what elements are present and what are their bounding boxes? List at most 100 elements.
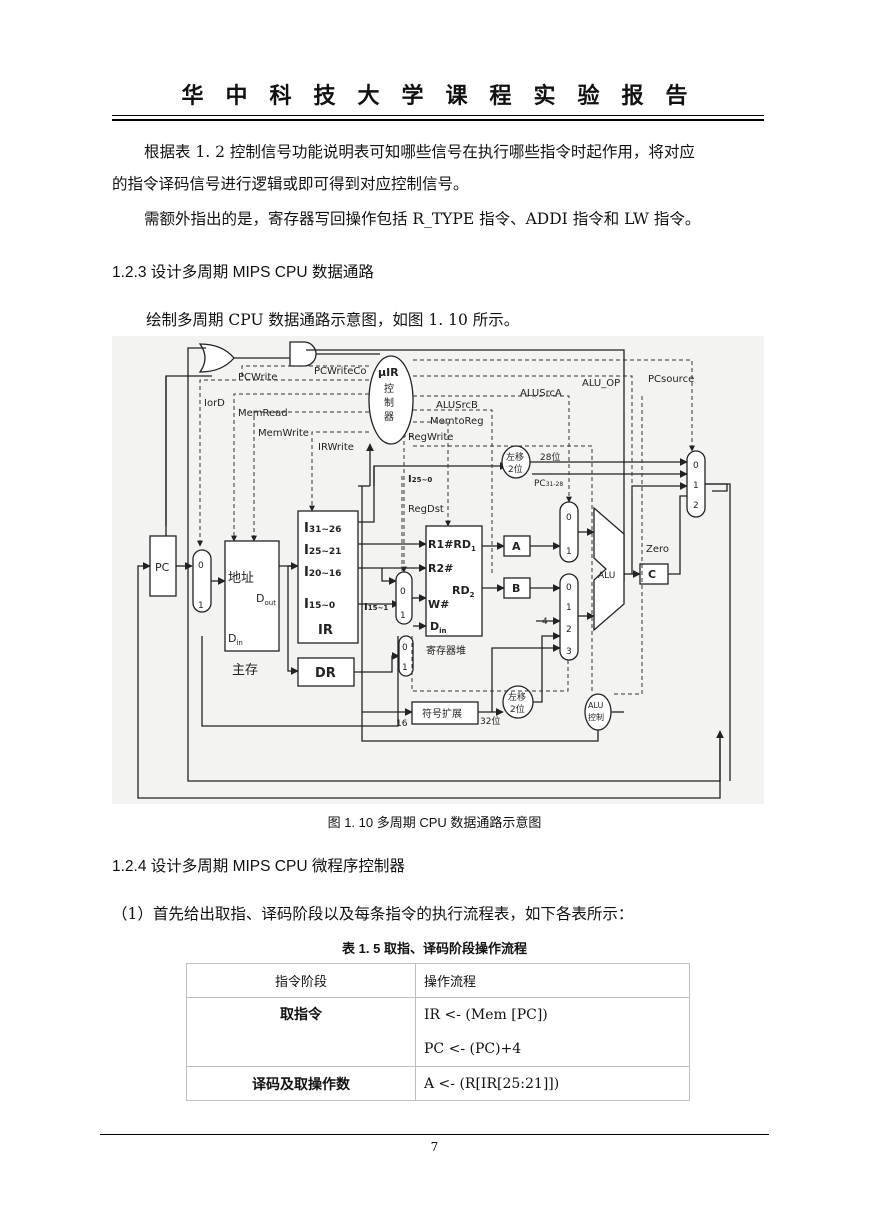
memtoreg-mux <box>398 635 414 677</box>
shift-lower-line-2: 2位 <box>510 703 525 715</box>
label-memread: MemRead <box>238 408 288 419</box>
ir-field-15-0: I15~0 <box>304 597 335 612</box>
bits-32-label: 32位 <box>480 715 500 727</box>
datapath-figure: PCWrite PCWriteCo IorD MemRead MemWrite … <box>112 336 764 804</box>
ir-field-25-21: I25~21 <box>304 543 341 558</box>
label-iord: IorD <box>204 398 225 409</box>
alu-unit <box>593 506 625 632</box>
op-line: PC <- (PC)+4 <box>424 1041 522 1057</box>
sign-extend-label: 符号扩展 <box>422 707 462 720</box>
ir-field-20-16: I20~16 <box>304 565 341 580</box>
section-heading-1-2-3: 1.2.3 设计多周期 MIPS CPU 数据通路 <box>112 264 374 281</box>
pcsource-mux-2: 2 <box>693 501 699 511</box>
or-gate-icon <box>198 343 235 373</box>
rf-w-label: W# <box>428 598 449 611</box>
alu-control-unit <box>584 693 612 731</box>
table-row: 取指令 IR <- (Mem [PC]) PC <- (PC)+4 <box>186 997 690 1067</box>
shift-upper-line-2: 2位 <box>508 463 523 475</box>
controller-char-3: 器 <box>384 411 394 423</box>
bits-28-label: 28位 <box>540 451 560 463</box>
alusrca-mux-1: 1 <box>566 547 572 557</box>
memory-din-label: Din <box>228 632 243 647</box>
datapath-diagram: PCWrite PCWriteCo IorD MemRead MemWrite … <box>137 341 731 799</box>
label-memtoreg: MemtoReg <box>430 416 484 427</box>
label-memwrite: MemWrite <box>258 428 309 439</box>
paragraph-1-line-2: 的指令译码信号进行逻辑或即可得到对应控制信号。 <box>112 175 469 193</box>
paragraph-3: 绘制多周期 CPU 数据通路示意图，如图 1. 10 所示。 <box>146 311 520 329</box>
pcsource-mux-1: 1 <box>693 481 699 491</box>
controller-char-1: 控 <box>384 382 394 395</box>
alusrcb-mux-0: 0 <box>566 583 572 593</box>
label-pcwrite: PCWrite <box>238 372 277 383</box>
table-row: 译码及取操作数 A <- (R[IR[25:21]]) <box>186 1066 690 1101</box>
memory-dout-label: Dout <box>256 592 276 607</box>
alusrca-mux-0: 0 <box>566 513 572 523</box>
iord-mux-1: 1 <box>198 601 204 611</box>
ir-field-31-26: I31~26 <box>304 521 341 536</box>
const-4-label: 4 <box>542 617 548 627</box>
label-alusrcb: ALUSrcB <box>436 400 478 411</box>
reg-c-label: C <box>648 568 656 581</box>
and-gate-icon <box>289 341 317 367</box>
figure-caption: 图 1. 10 多周期 CPU 数据通路示意图 <box>327 815 542 830</box>
label-alusrca: ALUSrcA <box>520 388 562 399</box>
ir-name: IR <box>318 623 333 638</box>
alusrcb-mux-1: 1 <box>566 603 572 613</box>
rf-rd2-label: RD2 <box>452 584 475 599</box>
alusrcb-mux <box>559 573 579 661</box>
rf-r2-label: R2# <box>428 562 453 575</box>
paragraph-2: 需额外指出的是，寄存器写回操作包括 R_TYPE 指令、ADDI 指令和 LW … <box>144 210 701 228</box>
label-regwrite: RegWrite <box>408 432 453 443</box>
i15-label: I15~1 <box>364 602 388 613</box>
width-16-label: 16 <box>396 719 408 729</box>
reg-b-label: B <box>512 582 520 595</box>
label-pcwritecond: PCWriteCo <box>314 366 367 377</box>
label-zero: Zero <box>646 544 669 555</box>
pc-label: PC <box>155 561 170 574</box>
instruction-register <box>297 510 359 644</box>
alu-label: ALU <box>598 571 615 581</box>
alu-control-line-1: ALU <box>588 701 604 710</box>
memory-address-label: 地址 <box>228 571 254 586</box>
pc31-label: PC31-28 <box>534 479 563 489</box>
label-regdst: RegDst <box>408 504 444 515</box>
memory-name: 主存 <box>232 663 258 678</box>
section-heading-1-2-4: 1.2.4 设计多周期 MIPS CPU 微程序控制器 <box>112 858 405 875</box>
regdst-mux-1: 1 <box>400 611 406 621</box>
table-cell-stage: 译码及取操作数 <box>186 1066 416 1101</box>
iord-mux-0: 0 <box>198 561 204 571</box>
fetch-decode-table: 指令阶段 操作流程 取指令 IR <- (Mem [PC]) PC <- (PC… <box>186 963 690 1101</box>
table-cell-ops: IR <- (Mem [PC]) PC <- (PC)+4 <box>415 997 690 1067</box>
i25-label: I25~0 <box>408 474 432 485</box>
rf-name: 寄存器堆 <box>426 644 466 657</box>
header-title: 华中科技大学课程实验报告 <box>181 83 710 109</box>
label-irwrite: IRWrite <box>318 442 354 453</box>
label-pcsource: PCsource <box>648 374 694 385</box>
table-caption: 表 1. 5 取指、译码阶段操作流程 <box>342 941 527 956</box>
pcsource-mux-0: 0 <box>693 461 699 471</box>
header-rule-thick <box>112 119 764 121</box>
microprogram-controller <box>368 355 414 445</box>
alu-control-line-2: 控制 <box>588 712 604 722</box>
paragraph-4: （1）首先给出取指、译码阶段以及每条指令的执行流程表，如下各表所示： <box>112 905 634 923</box>
memtoreg-mux-0: 0 <box>402 643 408 653</box>
header-rule-thin <box>112 115 764 116</box>
label-aluop: ALU_OP <box>582 378 620 389</box>
reg-a-label: A <box>512 540 521 553</box>
uir-label: μIR <box>378 366 399 379</box>
alusrcb-mux-2: 2 <box>566 625 572 635</box>
table-cell-stage: 取指令 <box>186 997 416 1067</box>
shift-lower-line-1: 左移 <box>508 691 526 703</box>
rf-din-label: Din <box>430 620 447 635</box>
table-cell-ops: A <- (R[IR[25:21]]) <box>415 1066 690 1101</box>
paragraph-1-line-1: 根据表 1. 2 控制信号功能说明表可知哪些信号在执行哪些指令时起作用，将对应 <box>144 143 695 161</box>
main-memory <box>224 540 280 652</box>
page-number: 7 <box>430 1140 439 1154</box>
rf-r1-label: R1#RD1 <box>428 538 476 553</box>
table-header-stage: 指令阶段 <box>186 963 416 998</box>
table-header-row: 指令阶段 操作流程 <box>186 963 690 998</box>
register-file <box>425 525 483 637</box>
memtoreg-mux-1: 1 <box>402 663 408 673</box>
shift-upper-line-1: 左移 <box>506 451 524 463</box>
op-line: IR <- (Mem [PC]) <box>424 1007 548 1023</box>
